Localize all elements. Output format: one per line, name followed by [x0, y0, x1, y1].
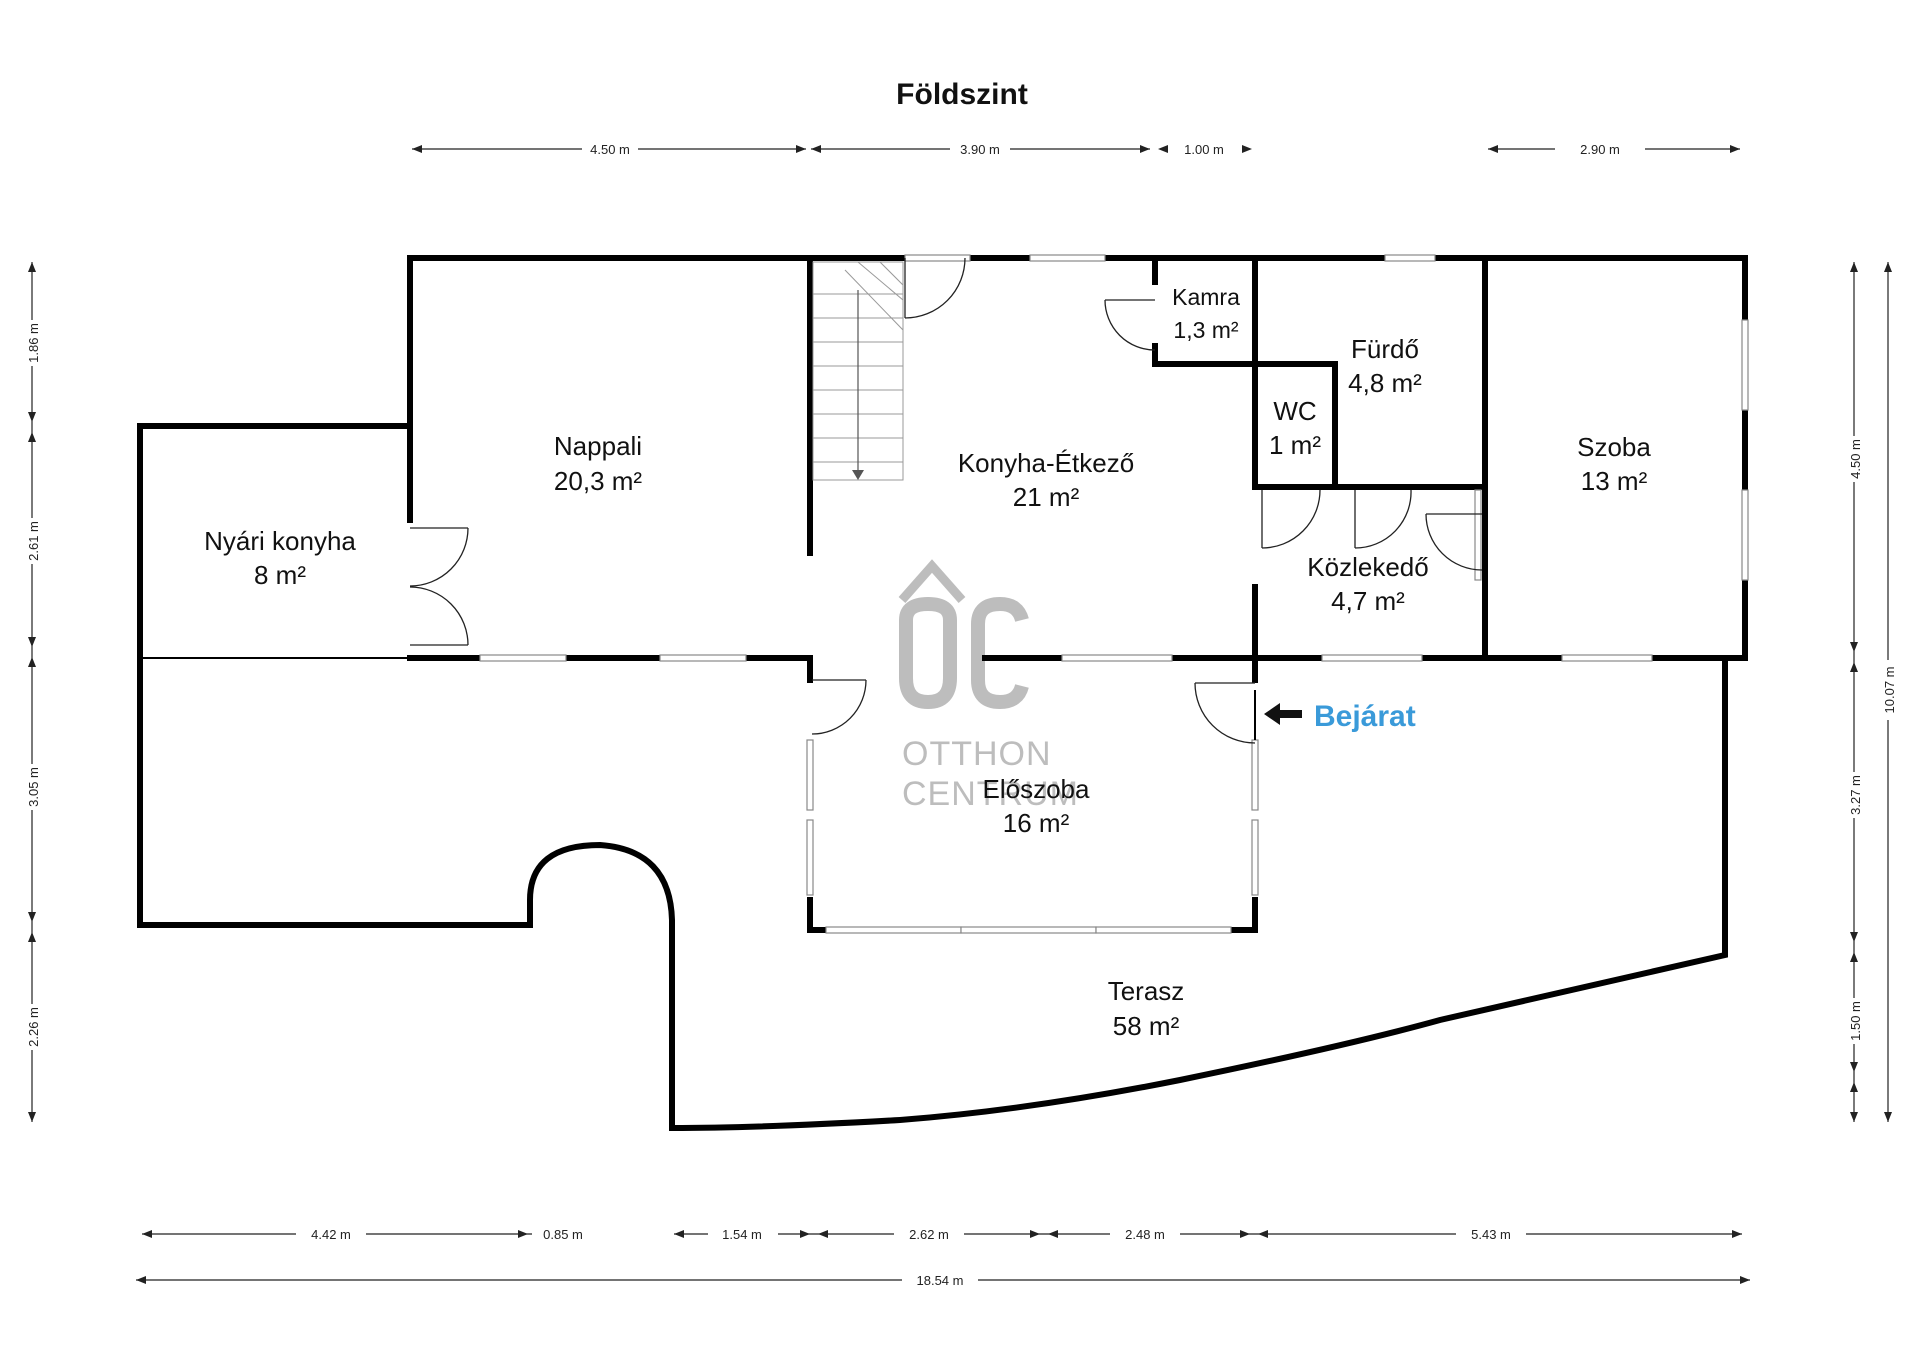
door-konyha-top: [904, 257, 966, 319]
room-area-nyari-konyha: 8 m²: [254, 560, 306, 590]
dim-top-3: 1.00 m: [1184, 142, 1224, 157]
dim-bottom-3: 1.54 m: [722, 1227, 762, 1242]
room-name-szoba: Szoba: [1577, 432, 1651, 462]
door-nappali-upper: [409, 527, 469, 587]
staircase: [812, 261, 904, 481]
room-name-kozlekedo: Közlekedő: [1307, 552, 1428, 582]
room-name-nyari-konyha: Nyári konyha: [204, 526, 356, 556]
door-furdo: [1354, 489, 1412, 549]
dim-bottom-1: 4.42 m: [311, 1227, 351, 1242]
top-dimensions: 4.50 m 3.90 m 1.00 m 2.90 m: [412, 142, 1740, 157]
dim-left-1: 1.86 m: [26, 323, 41, 363]
walls: [137, 255, 1748, 933]
dim-top-2: 3.90 m: [960, 142, 1000, 157]
watermark: OTTHON CENTRUM: [898, 559, 1079, 813]
door-wc: [1261, 489, 1321, 549]
room-name-eloszoba: Előszoba: [983, 774, 1090, 804]
room-area-kozlekedo: 4,7 m²: [1331, 586, 1405, 616]
room-area-wc: 1 m²: [1269, 430, 1321, 460]
arrow-left-icon: [1264, 703, 1302, 725]
right-dimensions: 4.50 m 3.27 m 1.50 m 10.07 m: [1844, 262, 1898, 1122]
dim-bottom-6: 5.43 m: [1471, 1227, 1511, 1242]
room-name-nappali: Nappali: [554, 431, 642, 461]
oc-logo: [898, 559, 1029, 710]
room-area-nappali: 20,3 m²: [554, 466, 642, 496]
watermark-line2: CENTRUM: [902, 775, 1079, 813]
door-kamra: [1104, 299, 1156, 351]
door-entrance: [1194, 682, 1256, 744]
windows: [479, 254, 1749, 934]
left-dimensions: 1.86 m 2.61 m 3.05 m 2.26 m: [22, 262, 42, 1122]
dim-left-2: 2.61 m: [26, 521, 41, 561]
plan-title: Földszint: [896, 78, 1028, 111]
door-nappali-lower: [409, 586, 469, 646]
terrace-outline: [527, 655, 1728, 1132]
doors: [409, 257, 1483, 744]
room-area-konyha: 21 m²: [1013, 482, 1080, 512]
door-szoba: [1425, 513, 1483, 571]
room-area-szoba: 13 m²: [1581, 466, 1648, 496]
room-area-kamra: 1,3 m²: [1173, 317, 1239, 343]
dim-bottom-5: 2.48 m: [1125, 1227, 1165, 1242]
dim-bottom-total: 18.54 m: [917, 1273, 964, 1288]
door-eloszoba-left: [811, 679, 867, 735]
watermark-line1: OTTHON: [902, 735, 1052, 773]
dim-right-3: 1.50 m: [1848, 1001, 1863, 1041]
room-area-furdo: 4,8 m²: [1348, 368, 1422, 398]
room-area-terasz: 58 m²: [1113, 1011, 1180, 1041]
entrance-label: Bejárat: [1314, 700, 1416, 733]
dim-right-total: 10.07 m: [1882, 667, 1897, 714]
room-name-terasz: Terasz: [1108, 976, 1185, 1006]
dim-top-4: 2.90 m: [1580, 142, 1620, 157]
room-name-furdo: Fürdő: [1351, 334, 1419, 364]
dim-bottom-4: 2.62 m: [909, 1227, 949, 1242]
room-area-eloszoba: 16 m²: [1003, 808, 1070, 838]
room-name-wc: WC: [1273, 396, 1316, 426]
dim-right-1: 4.50 m: [1848, 439, 1863, 479]
dim-bottom-2: 0.85 m: [543, 1227, 583, 1242]
bottom-dimensions: 4.42 m 0.85 m 1.54 m 2.62 m 2.48 m 5.43 …: [136, 1226, 1750, 1288]
room-labels: Nyári konyha 8 m² Nappali 20,3 m² Konyha…: [204, 284, 1651, 1041]
room-name-kamra: Kamra: [1172, 284, 1240, 310]
entrance-marker: Bejárat: [1264, 700, 1416, 733]
dim-left-3: 3.05 m: [26, 767, 41, 807]
dim-left-4: 2.26 m: [26, 1007, 41, 1047]
room-name-konyha: Konyha-Étkező: [958, 448, 1134, 478]
dim-right-2: 3.27 m: [1848, 775, 1863, 815]
dim-top-1: 4.50 m: [590, 142, 630, 157]
